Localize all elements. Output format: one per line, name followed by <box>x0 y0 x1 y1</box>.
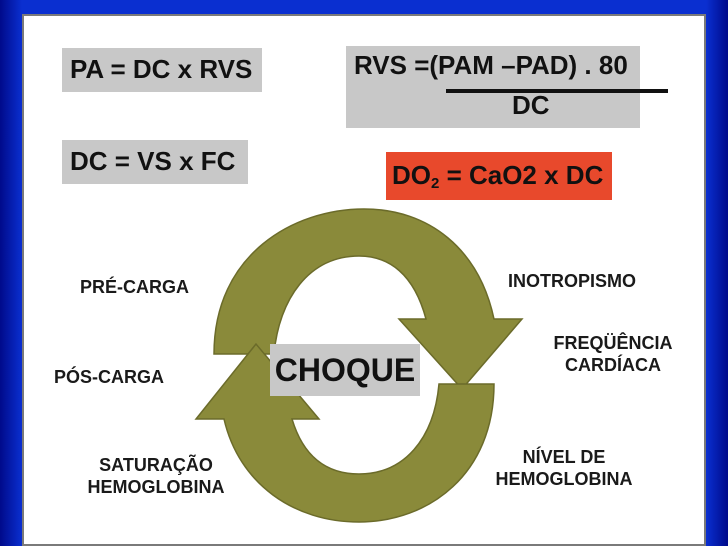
label-nivel-hemoglobina: NÍVEL DE HEMOGLOBINA <box>484 446 644 490</box>
formula-do2-suffix: = CaO2 x DC <box>439 160 604 190</box>
label-frequencia-line1: FREQÜÊNCIA <box>553 333 673 353</box>
label-frequencia-line2: CARDÍACA <box>565 355 661 375</box>
label-saturacao-line1: SATURAÇÃO <box>99 455 213 475</box>
formula-rvs-denominator: DC <box>512 90 550 120</box>
formula-rvs-numerator: RVS =(PAM –PAD) . 80 <box>354 50 628 80</box>
label-frequencia-cardiaca: FREQÜÊNCIA CARDÍACA <box>538 332 688 376</box>
slide: PA = DC x RVS DC = VS x FC RVS =(PAM –PA… <box>22 14 706 546</box>
formula-do2-prefix: DO <box>392 160 431 190</box>
fraction-bar <box>446 89 668 93</box>
formula-pa-box: PA = DC x RVS <box>62 48 262 92</box>
label-saturacao-hemoglobina: SATURAÇÃO HEMOGLOBINA <box>76 454 236 498</box>
label-nivel-line1: NÍVEL DE <box>522 447 606 467</box>
label-pos-carga: PÓS-CARGA <box>54 367 165 387</box>
formula-dc-box: DC = VS x FC <box>62 140 248 184</box>
top-cycle-arrow <box>213 208 524 391</box>
formula-do2: DO2 = CaO2 x DC <box>392 160 604 192</box>
formula-pa: PA = DC x RVS <box>70 54 253 84</box>
label-saturacao-line2: HEMOGLOBINA <box>87 477 225 497</box>
formula-dc: DC = VS x FC <box>70 146 236 176</box>
formula-do2-subscript: 2 <box>431 175 440 192</box>
choque-label: CHOQUE <box>270 344 420 396</box>
label-inotropismo: INOTROPISMO <box>508 271 637 291</box>
label-pre-carga: PRÉ-CARGA <box>80 277 190 297</box>
label-nivel-line2: HEMOGLOBINA <box>495 469 633 489</box>
formula-rvs-box: RVS =(PAM –PAD) . 80 DC <box>346 46 668 128</box>
formula-do2-box: DO2 = CaO2 x DC <box>386 152 612 200</box>
